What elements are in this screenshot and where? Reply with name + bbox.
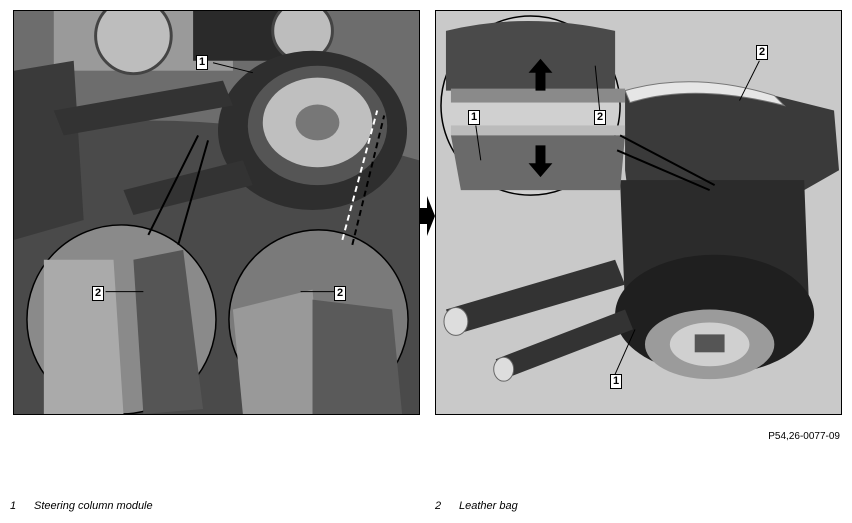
legend-label: Steering column module xyxy=(34,500,153,512)
callout-2: 2 xyxy=(92,286,105,301)
callout-2: 2 xyxy=(756,45,769,60)
legend-number: 1 xyxy=(10,500,17,512)
legend-item: 2 Leather bag xyxy=(435,500,518,512)
legend-number: 2 xyxy=(435,500,442,512)
arrow-right-icon xyxy=(419,196,435,236)
figure-reference: P54,26-0077-09 xyxy=(768,431,840,442)
callout-1: 1 xyxy=(468,110,481,125)
callout-1: 1 xyxy=(610,374,623,389)
steering-wheel-removal-illustration xyxy=(14,11,419,414)
right-photo-panel: 2 1 2 1 xyxy=(435,10,842,415)
callout-2: 2 xyxy=(594,110,607,125)
callout-2: 2 xyxy=(334,286,347,301)
legend-label: Leather bag xyxy=(459,500,518,512)
callout-1: 1 xyxy=(196,55,209,70)
left-photo-panel: 1 2 2 xyxy=(13,10,420,415)
steering-column-module-illustration xyxy=(440,15,840,382)
legend-item: 1 Steering column module xyxy=(10,500,153,512)
